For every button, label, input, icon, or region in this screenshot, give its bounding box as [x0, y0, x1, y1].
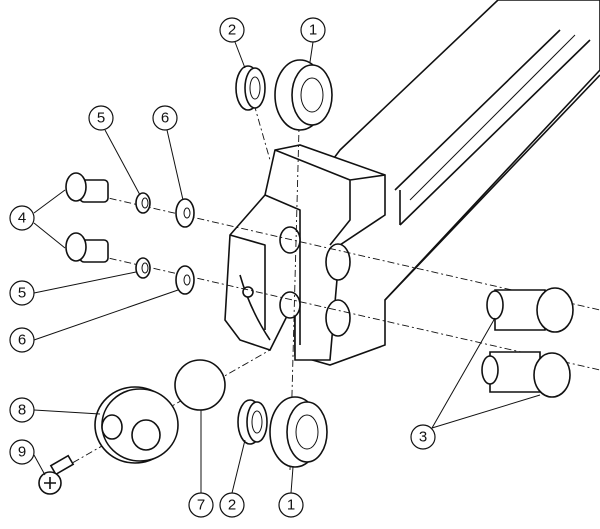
svg-text:2: 2 — [228, 497, 236, 514]
svg-text:1: 1 — [309, 22, 317, 39]
screws — [65, 172, 109, 263]
svg-text:3: 3 — [419, 429, 427, 446]
callout-2-bottom: 2 — [219, 492, 245, 518]
callout-8: 8 — [9, 397, 35, 423]
small-screw — [38, 454, 75, 495]
callout-7: 7 — [188, 492, 214, 518]
ball — [174, 359, 226, 411]
clevis-block — [224, 144, 386, 361]
callout-1-top: 1 — [300, 17, 326, 43]
spacer-bottom — [237, 399, 268, 445]
spacer-top — [235, 65, 266, 111]
bearing-bottom — [269, 396, 328, 468]
callout-4: 4 — [9, 205, 35, 231]
callout-6-lower: 6 — [9, 327, 35, 353]
svg-text:4: 4 — [18, 210, 26, 227]
svg-text:5: 5 — [97, 110, 105, 127]
svg-text:1: 1 — [287, 497, 295, 514]
pins — [481, 287, 574, 398]
svg-text:2: 2 — [228, 22, 236, 39]
callout-1-bottom: 1 — [278, 492, 304, 518]
callout-3: 3 — [410, 424, 436, 450]
svg-text:8: 8 — [18, 402, 26, 419]
svg-text:5: 5 — [18, 285, 26, 302]
washers — [135, 192, 195, 295]
callout-5-lower: 5 — [9, 280, 35, 306]
bearing-top — [274, 59, 333, 131]
callout-6-upper: 6 — [152, 105, 178, 131]
callout-2-top: 2 — [219, 17, 245, 43]
callout-5-upper: 5 — [88, 105, 114, 131]
svg-text:6: 6 — [18, 332, 26, 349]
svg-text:7: 7 — [197, 497, 205, 514]
svg-text:6: 6 — [161, 110, 169, 127]
svg-text:9: 9 — [18, 444, 26, 461]
leader-lines — [33, 41, 541, 494]
cover-plate — [94, 386, 179, 464]
callout-9: 9 — [9, 439, 35, 465]
